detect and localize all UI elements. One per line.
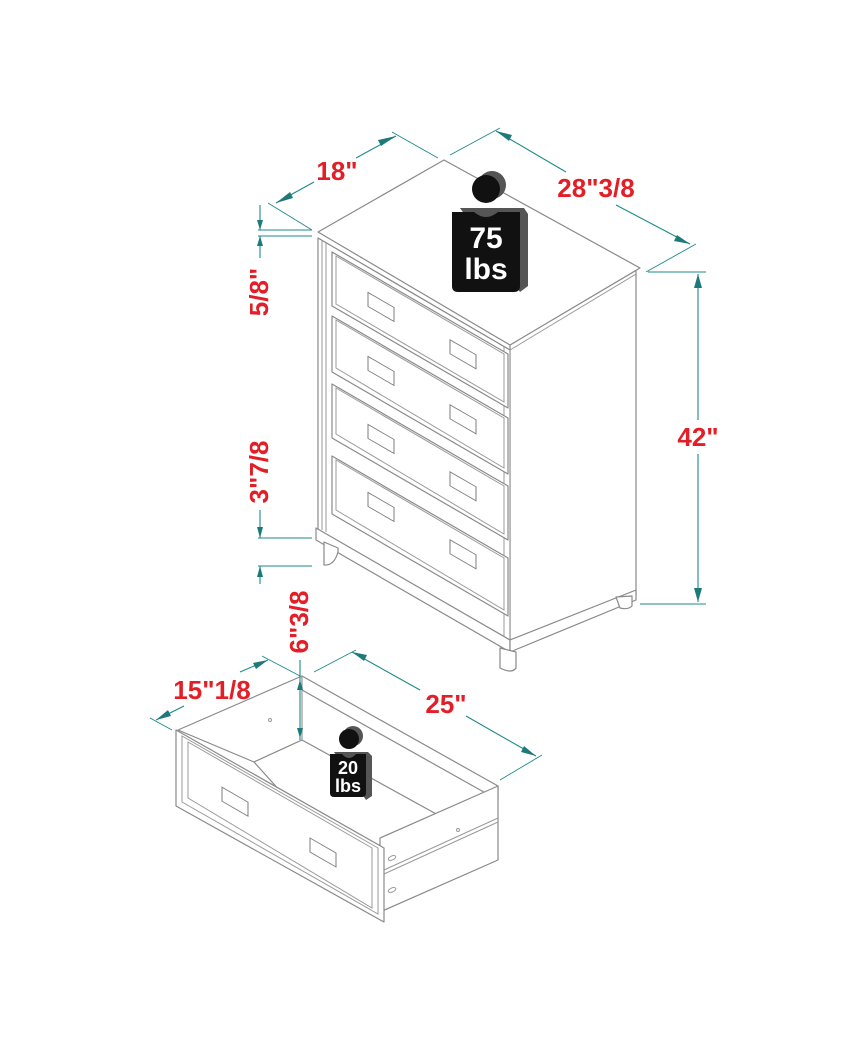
- drawer-handle[interactable]: [367, 355, 395, 387]
- drawer-depth-label: 15"1/8: [173, 675, 250, 705]
- chest-leg-height-label: 3"7/8: [244, 441, 274, 504]
- drawer-weight-value: 20: [338, 758, 358, 778]
- chest-height-label: 42": [677, 422, 718, 452]
- drawer-handle[interactable]: [449, 404, 477, 435]
- drawer-front[interactable]: [175, 729, 385, 923]
- drawer-handle[interactable]: [449, 539, 477, 570]
- drawer-handle[interactable]: [367, 291, 395, 323]
- drawer-dimensions: 15"1/8 25" 6"3/8: [149, 591, 543, 781]
- chest-top-thickness-dimension: 5/8": [244, 205, 312, 316]
- chest-weight-unit: lbs: [464, 253, 507, 286]
- drawer-handle[interactable]: [309, 837, 337, 868]
- chest-drawer-1[interactable]: [331, 251, 509, 409]
- chest-depth-dimension: 18": [267, 131, 439, 231]
- chest-leg-height-dimension: 3"7/8: [244, 441, 312, 584]
- chest-weight-badge: 75 lbs: [452, 171, 528, 292]
- drawer-drawing: 20 lbs: [175, 675, 499, 923]
- drawer-width-dimension: 25": [313, 649, 543, 781]
- chest-drawer-4[interactable]: [331, 455, 509, 617]
- drawer-weight-badge: 20 lbs: [330, 726, 372, 800]
- drawer-handle[interactable]: [449, 339, 477, 370]
- drawer-depth-dimension: 15"1/8: [149, 655, 301, 731]
- chest-width-label: 28"3/8: [557, 173, 634, 203]
- drawer-handle[interactable]: [367, 423, 395, 455]
- chest-dimensions: 18" 28"3/8 42": [244, 127, 719, 605]
- chest-drawer-3[interactable]: [331, 383, 509, 541]
- weight-icon: [452, 171, 528, 292]
- drawer-width-label: 25": [425, 689, 466, 719]
- drawer-handle[interactable]: [221, 786, 249, 817]
- chest-drawing: 75 lbs: [315, 159, 641, 672]
- chest-width-dimension: 28"3/8: [449, 127, 697, 273]
- chest-leg: [323, 541, 339, 566]
- chest-leg: [615, 595, 633, 610]
- chest-drawers: [331, 251, 509, 617]
- chest-leg: [499, 647, 517, 672]
- chest-top-thickness-label: 5/8": [244, 268, 274, 316]
- chest-drawer-2[interactable]: [331, 315, 509, 475]
- weight-icon: [330, 726, 372, 800]
- drawer-weight-unit: lbs: [335, 776, 361, 796]
- drawer-handle[interactable]: [367, 491, 395, 523]
- chest-height-dimension: 42": [640, 271, 719, 605]
- drawer-handle[interactable]: [449, 471, 477, 502]
- drawer-height-label: 6"3/8: [284, 591, 314, 654]
- chest-weight-value: 75: [469, 222, 502, 255]
- drawer-height-dimension: 6"3/8: [284, 591, 314, 740]
- chest-depth-label: 18": [316, 156, 357, 186]
